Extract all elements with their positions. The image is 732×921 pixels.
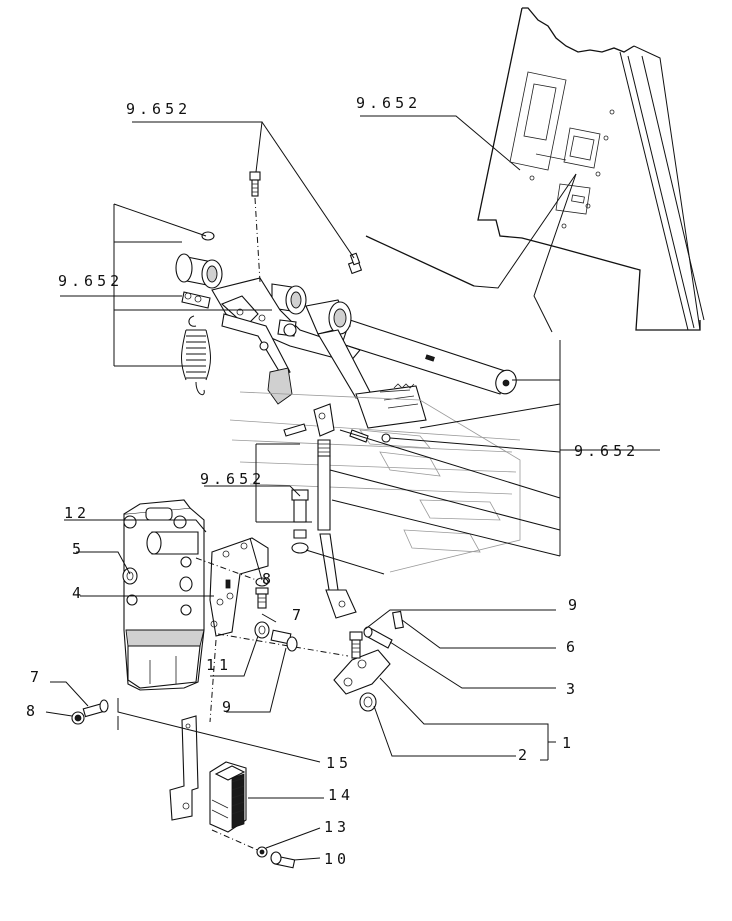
washer-upper-left <box>201 231 215 241</box>
callout-3: 3 <box>566 680 579 698</box>
mounting-bracket <box>209 537 269 637</box>
washer-item-8-left <box>71 711 85 725</box>
axis-line-2 <box>217 633 349 657</box>
bracket-plate-item-15 <box>169 715 199 821</box>
callout-labels: 9.652 9.652 9.652 9.652 9.652 12 5 4 8 7… <box>26 94 639 868</box>
callout-7-left: 7 <box>30 668 43 686</box>
callout-15: 15 <box>326 754 352 772</box>
callout-13: 13 <box>324 818 350 836</box>
callout-8-left: 8 <box>26 702 39 720</box>
callout-ref-left: 9.652 <box>58 272 123 290</box>
callout-11: 11 <box>206 656 232 674</box>
pin-item-3 <box>363 626 393 649</box>
pin-item-6 <box>392 610 404 630</box>
screw-upper-right <box>347 252 363 275</box>
screw-upper-left <box>249 171 261 283</box>
callout-14: 14 <box>328 786 354 804</box>
callout-8-upper: 8 <box>262 570 275 588</box>
screw-item-9-lower <box>270 629 298 652</box>
clevis-block-item-1 <box>333 649 391 695</box>
leader-lines <box>45 115 660 861</box>
return-spring <box>181 315 211 396</box>
callout-5: 5 <box>72 540 85 558</box>
screw-item-10 <box>270 851 296 869</box>
leader-panel-1 <box>473 173 577 289</box>
bushing-item-2 <box>359 692 377 712</box>
washer-item-13 <box>256 846 268 858</box>
callout-7-upper: 7 <box>292 606 305 624</box>
washer-item-11 <box>254 621 270 639</box>
axis-line-1 <box>195 557 263 583</box>
callout-6: 6 <box>566 638 579 656</box>
callout-ref-right: 9.652 <box>574 442 639 460</box>
floor-plate-outline <box>229 391 521 573</box>
callout-ref-middle: 9.652 <box>200 470 265 488</box>
clevis-rod-assembly <box>283 403 391 619</box>
pedal-shaft-assembly <box>175 253 517 429</box>
callout-ref-top-left: 9.652 <box>126 100 191 118</box>
screw-item-7-left <box>82 699 109 718</box>
axis-line-3 <box>209 639 217 723</box>
callout-ref-top-right: 9.652 <box>356 94 421 112</box>
axis-line-4 <box>211 829 263 853</box>
reference-line-floor <box>365 235 475 287</box>
callout-10: 10 <box>324 850 350 868</box>
screw-item-7-upper <box>255 587 269 609</box>
solenoid-valve-item-14 <box>209 761 247 833</box>
leader-panel-2 <box>533 173 577 333</box>
callout-9-right: 9 <box>568 596 581 614</box>
washer-item-8-upper <box>255 577 269 587</box>
callout-9-lower: 9 <box>222 698 235 716</box>
callout-1: 1 <box>562 734 575 752</box>
callout-2: 2 <box>518 746 531 764</box>
callout-4: 4 <box>72 584 85 602</box>
callout-12: 12 <box>64 504 90 522</box>
screw-item-9-right <box>349 631 363 659</box>
brake-valve-body <box>122 499 205 691</box>
cab-side-panel <box>477 7 705 331</box>
